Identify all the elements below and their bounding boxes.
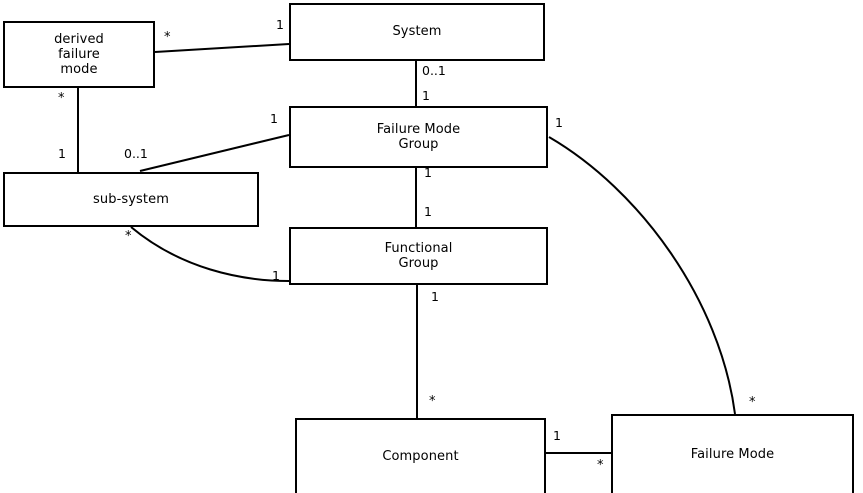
- class-box-component[interactable]: Component: [295, 418, 546, 493]
- class-name-system: System: [392, 24, 442, 40]
- multiplicity-m-sub-system-top-1: 1: [58, 146, 66, 161]
- class-box-functional-group[interactable]: Functional Group: [289, 227, 548, 285]
- association-sub-system-to-fm-group: [139, 134, 290, 172]
- multiplicity-m-failure-mode-left-star: *: [597, 458, 604, 473]
- multiplicity-m-sub-system-bottom-star: *: [125, 229, 132, 244]
- association-fm-group-to-failure-mode: [548, 136, 736, 415]
- multiplicity-m-functional-group-left-1: 1: [272, 268, 280, 283]
- multiplicity-m-fm-group-left-1: 1: [270, 111, 278, 126]
- multiplicity-m-system-one-left: 1: [276, 17, 284, 32]
- association-derived-fm-to-system: [154, 43, 290, 53]
- association-sub-system-to-functional-group: [130, 226, 290, 282]
- multiplicity-m-failure-mode-top-star: *: [749, 395, 756, 410]
- multiplicity-m-fm-group-bottom-1: 1: [424, 165, 432, 180]
- class-box-derived-failure-mode[interactable]: derived failure mode: [3, 21, 155, 88]
- class-box-system[interactable]: System: [289, 3, 545, 61]
- multiplicity-m-fm-group-top-1: 1: [422, 88, 430, 103]
- multiplicity-m-sub-system-01: 0..1: [124, 146, 148, 161]
- class-name-sub-system: sub-system: [93, 191, 169, 207]
- class-box-sub-system[interactable]: sub-system: [3, 172, 259, 227]
- class-name-failure-mode-group: Failure Mode Group: [376, 121, 461, 152]
- multiplicity-m-fm-group-right-1: 1: [555, 115, 563, 130]
- multiplicity-m-derived-fm-star-top: *: [164, 30, 171, 45]
- multiplicity-m-functional-group-top-1: 1: [424, 204, 432, 219]
- class-name-failure-mode: Failure Mode: [690, 446, 775, 462]
- multiplicity-m-functional-group-bot-1: 1: [431, 289, 439, 304]
- multiplicity-m-component-top-star: *: [429, 394, 436, 409]
- class-name-derived-failure-mode: derived failure mode: [54, 31, 104, 78]
- multiplicity-m-derived-fm-star-bottom: *: [58, 91, 65, 106]
- multiplicity-m-component-right-1: 1: [553, 428, 561, 443]
- class-name-functional-group: Functional Group: [384, 240, 453, 271]
- multiplicity-m-system-bottom-01: 0..1: [422, 63, 446, 78]
- class-name-component: Component: [382, 448, 459, 464]
- class-box-failure-mode-group[interactable]: Failure Mode Group: [289, 106, 548, 168]
- class-box-failure-mode[interactable]: Failure Mode: [611, 414, 854, 493]
